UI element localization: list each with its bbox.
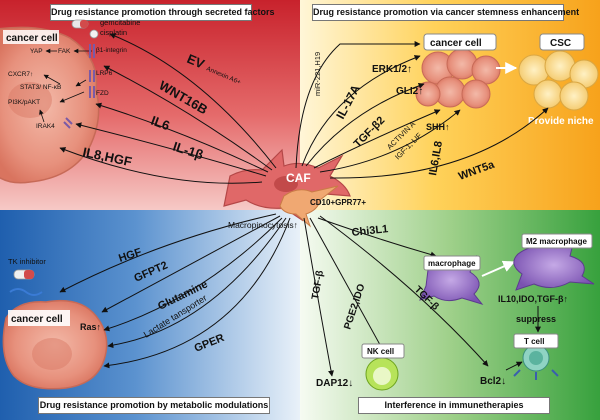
- macrophage-to-m2-arrow: [481, 260, 516, 277]
- dap12-label: DAP12↓: [316, 378, 353, 389]
- caf-cell: [223, 148, 351, 228]
- label-tgfb2: TGF-β2: [352, 114, 388, 150]
- tl-irak4: IRAK4: [36, 123, 55, 130]
- nk-cell: [365, 357, 399, 391]
- bl-cancer-cell-label: cancer cell: [11, 314, 63, 325]
- label-shh: SHH↑: [426, 122, 450, 132]
- label-il17a: IL-17A: [333, 82, 363, 121]
- arrow-il6: [95, 102, 269, 173]
- bl-ras: Ras↑: [80, 322, 101, 332]
- label-mir221-h19: miR-221,H19: [313, 52, 322, 96]
- provide-niche-label: Provide niche: [528, 116, 594, 127]
- arrow-tgfb-dap12: [303, 217, 334, 377]
- tl-nucleus: [8, 82, 52, 118]
- arrow-wnt16b: [103, 65, 273, 171]
- irak4-receptor-icon: [63, 117, 73, 129]
- receptor-icon: [89, 44, 95, 98]
- label-wnt5a: WNT5a: [457, 158, 497, 182]
- label-wnt16b: WNT16B: [157, 78, 211, 118]
- tk-inhibitor-label: TK inhibitor: [8, 257, 46, 266]
- label-tgfb-1: TGF-β: [310, 270, 326, 301]
- drug-gemcitabine: gemcitabine: [100, 18, 140, 27]
- banner-secreted-factors: Drug resistance promotion through secret…: [50, 4, 275, 21]
- label-chi3l1: Chi3L1: [351, 223, 389, 239]
- arrow-chi3l1: [317, 217, 437, 258]
- arrow-il1b: [75, 122, 267, 177]
- tl-cancer-cell-label-bg: [3, 30, 59, 44]
- label-hgf: HGF: [117, 246, 143, 265]
- banner-stemness: Drug resistance promotion via cancer ste…: [312, 4, 579, 21]
- label-gli2: GLI2↑: [396, 86, 423, 97]
- tl-irak4-to-pi3k-arrow: [39, 109, 45, 123]
- tl-cancer-cell: [0, 26, 100, 184]
- nk-cell-box: [361, 343, 405, 359]
- arrow-il6-il8: [319, 109, 461, 173]
- tr-cancer-cluster: [415, 48, 501, 109]
- m2-factors-label: IL10,IDO,TGF-β↑: [498, 294, 568, 304]
- tl-cxcr7: CXCR7↑: [8, 71, 33, 78]
- tl-lrp6: LRP6: [96, 70, 113, 77]
- arrow-pge2-ido: [309, 217, 385, 353]
- arrow-il8-hgf: [59, 147, 263, 184]
- tl-fak: FAK: [58, 48, 71, 55]
- nk-cell-label: NK cell: [367, 347, 394, 356]
- arrow-activin: [313, 109, 441, 169]
- arrow-mir221: [295, 41, 421, 169]
- tl-fzd-to-pi3k-arrow: [59, 91, 85, 103]
- arrow-hgf: [59, 213, 277, 293]
- drug-pill-icon: [71, 19, 99, 39]
- tr-cancer-cell-box: [423, 33, 497, 51]
- label-gfpt2: GFPT2: [132, 259, 169, 284]
- m2-macrophage-box: [521, 233, 593, 249]
- caf-marker: CD10+GPR77+: [310, 198, 366, 207]
- macrophage-box: [423, 255, 481, 271]
- arrow-glutamine: [103, 217, 283, 332]
- bl-cancer-cell-label-bg: [8, 310, 70, 326]
- arrow-gper: [103, 217, 291, 369]
- arrow-il17a: [301, 55, 421, 167]
- tl-fzd: FZD: [96, 90, 109, 97]
- tl-stat3-nfkb: STAT3/ NF-κB: [20, 84, 61, 91]
- t-cell-label: T cell: [524, 337, 544, 346]
- banner-metabolic: Drug resistance promotion by metabolic m…: [38, 397, 270, 414]
- tl-b1-integrin: β1-integrin: [96, 47, 127, 54]
- tl-pi3k-pakt: PI3K/pAKT: [8, 99, 40, 106]
- csc-box: [539, 33, 585, 51]
- m2-macrophage-label: M2 macrophage: [526, 237, 587, 246]
- tl-lrp6-to-stat3-arrow: [75, 79, 87, 87]
- arrow-tgfb-bcl2: [319, 215, 489, 367]
- arrow-tgfb2: [305, 82, 425, 167]
- label-ev: EV: [185, 51, 207, 72]
- tl-cancer-cell-label: cancer cell: [6, 33, 58, 44]
- suppress-label: suppress: [516, 314, 556, 324]
- arrow-ev: [109, 33, 277, 169]
- t-cell-box: [513, 333, 559, 349]
- bcl2-to-tcell-arrow: [505, 361, 523, 371]
- caf-label: CAF: [286, 171, 311, 185]
- label-il6-il8: IL6,IL8: [427, 140, 445, 176]
- csc-label: CSC: [550, 38, 571, 49]
- tl-yap: YAP: [30, 48, 43, 55]
- bcl2-label: Bcl2↓: [480, 376, 506, 387]
- tk-inhibitor-icon: [9, 269, 43, 296]
- arrow-wnt5a: [329, 107, 549, 179]
- csc-cluster: [518, 50, 599, 111]
- arrow-gfpt2: [101, 215, 281, 313]
- tr-cancer-cell-label: cancer cell: [430, 38, 482, 49]
- macrophage-label: macrophage: [428, 259, 476, 268]
- drug-cisplatin: cisplatin: [100, 28, 127, 37]
- arrow-lactate: [107, 217, 287, 349]
- label-annexin: Annexin A6+: [205, 65, 242, 86]
- tl-stat3-to-cxcr7-arrow: [43, 74, 61, 85]
- banner-immunotherapy: Interference in immunetherapies: [358, 397, 550, 414]
- label-il8-hgf: IL8,HGF: [81, 144, 133, 169]
- label-pge2-ido: PGE2,IDO: [342, 282, 367, 331]
- label-erk: ERK1/2↑: [372, 64, 412, 75]
- label-il6: IL6: [149, 113, 172, 134]
